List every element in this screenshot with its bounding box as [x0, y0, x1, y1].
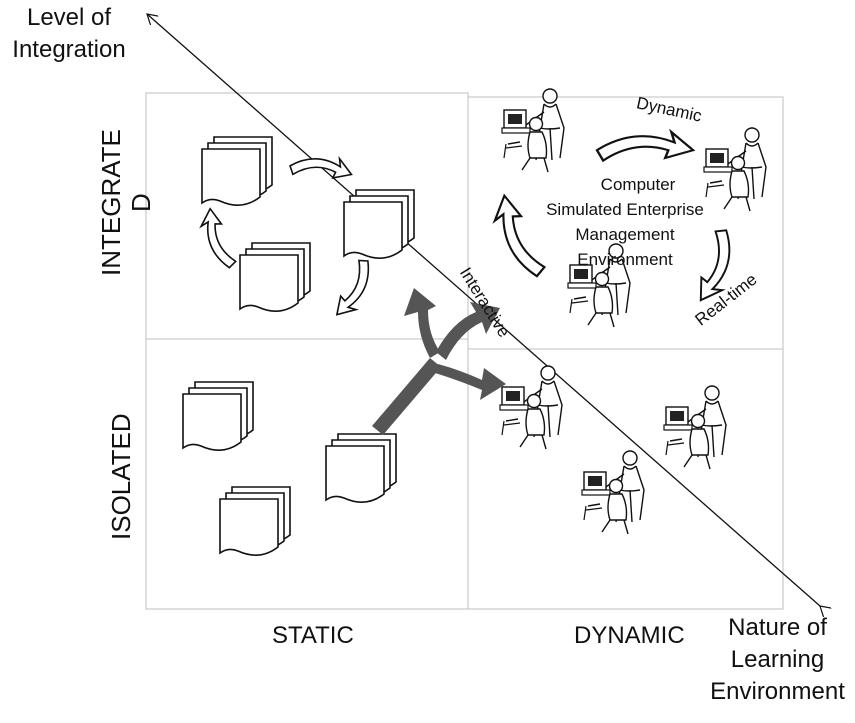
- static-isolated-cluster: [182, 381, 397, 556]
- document-stack-icon: [219, 486, 291, 556]
- document-stack-icon: [239, 242, 311, 312]
- y-axis-title: Level of Integration: [4, 2, 134, 66]
- cycle-center-text: Computer Simulated Enterprise Management…: [530, 172, 720, 272]
- computer-users-icon: [501, 88, 565, 173]
- curved-arrow-icon: [595, 130, 695, 162]
- y-axis-title-line2: Integration: [12, 36, 126, 63]
- x-axis-title-line1: Nature of: [728, 614, 827, 641]
- row-label-integrated: INTEGRATE D: [96, 129, 156, 276]
- computer-users-icon: [581, 450, 645, 535]
- curved-arrow-icon: [196, 205, 238, 273]
- column-label-static: STATIC: [272, 622, 354, 649]
- x-axis-title-line2: Learning: [730, 646, 825, 673]
- curved-arrow-icon: [288, 151, 355, 184]
- cycle-center-line3: Management Environment: [575, 225, 675, 269]
- document-stack-icon: [182, 381, 254, 451]
- document-stack-icon: [325, 433, 397, 503]
- x-axis-title-line3: Environment: [710, 678, 845, 705]
- y-axis-title-line1: Level of: [26, 4, 112, 31]
- cycle-center-line2: Simulated Enterprise: [546, 200, 704, 219]
- cycle-center-line1: Computer: [600, 175, 676, 194]
- x-axis-title: Nature of Learning Environment: [700, 612, 855, 708]
- computer-users-icon: [499, 365, 563, 450]
- document-stack-icon: [343, 189, 415, 259]
- static-integrated-cluster: [196, 136, 415, 323]
- dynamic-isolated-cluster: [499, 365, 727, 535]
- row-label-integrated-wrap: D: [126, 193, 156, 212]
- row-label-integrated-text: INTEGRATE: [96, 129, 126, 276]
- column-label-dynamic: DYNAMIC: [574, 622, 685, 649]
- curved-arrow-icon: [329, 256, 381, 323]
- row-label-isolated: ISOLATED: [106, 413, 136, 540]
- branching-arrow-icon: [372, 288, 506, 435]
- document-stack-icon: [201, 136, 273, 206]
- computer-users-icon: [663, 385, 727, 470]
